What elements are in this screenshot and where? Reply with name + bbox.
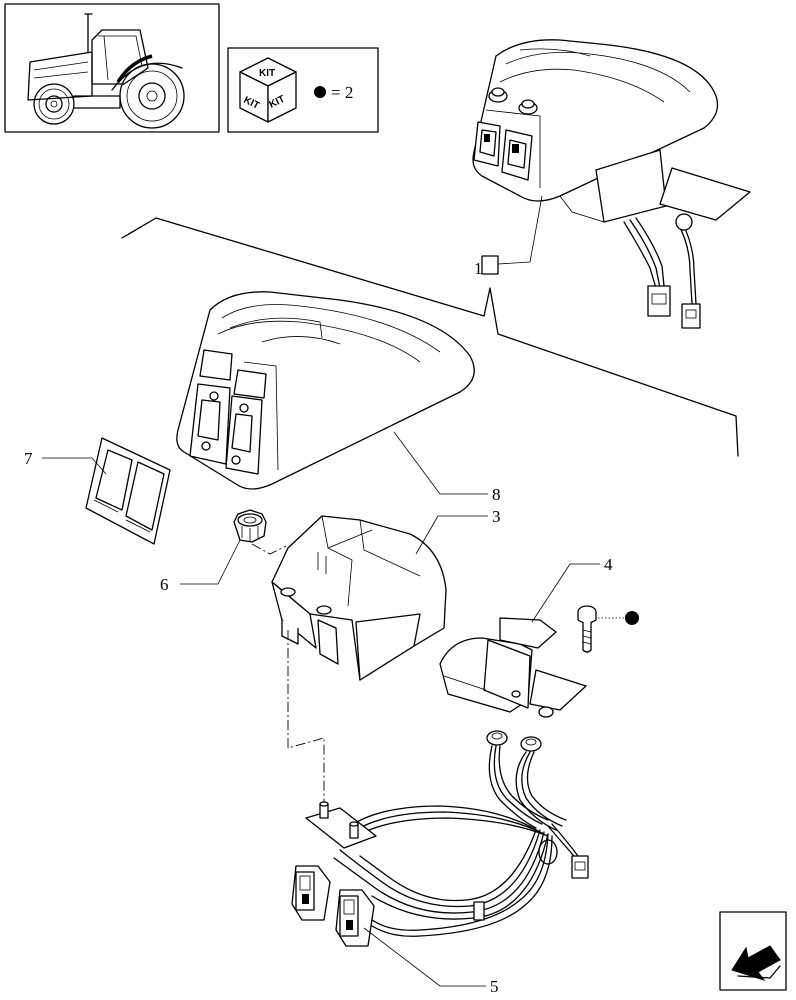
mounting-bracket <box>271 515 447 681</box>
tractor-thumbnail <box>4 3 220 133</box>
callout-label-5: 5 <box>490 977 499 996</box>
console-cover <box>176 291 475 490</box>
kit-label-top: KIT <box>259 68 275 79</box>
callout-label-8: 8 <box>492 485 501 504</box>
callout-3: 3 <box>415 507 501 555</box>
tractor-icon <box>27 13 185 129</box>
callout-label-3: 3 <box>492 507 501 526</box>
rocker-switch-left <box>291 865 331 921</box>
group-bracket <box>121 217 739 457</box>
callout-8: 8 <box>393 431 501 504</box>
screw <box>577 605 597 653</box>
harness-mount-plate <box>305 801 377 849</box>
callout-4: 4 <box>531 555 613 623</box>
callout-6: 6 <box>160 539 241 594</box>
previous-page-arrow-icon[interactable] <box>719 911 787 991</box>
assembly-axis-line <box>287 630 325 810</box>
callout-label-4: 4 <box>604 555 613 574</box>
switch-bezel <box>85 437 171 545</box>
callout-label-7: 7 <box>24 449 33 468</box>
knob-axis-line <box>251 543 287 555</box>
callout-1: 1 <box>474 195 543 278</box>
callout-label-6: 6 <box>160 575 169 594</box>
kit-cube-icon: KIT KIT KIT <box>239 57 297 123</box>
wiring-harness <box>333 730 589 937</box>
knob-nut <box>233 509 267 543</box>
kit-legend: KIT KIT KIT = 2 <box>227 47 379 133</box>
kit-dot-icon <box>314 86 326 98</box>
callout-7: 7 <box>24 449 107 475</box>
assembled-console <box>472 39 751 329</box>
callout-5: 5 <box>363 927 499 996</box>
rocker-switch-right <box>335 889 375 947</box>
switch-housing <box>439 617 587 718</box>
kit-quantity-text: = 2 <box>331 83 353 102</box>
callout-label-1: 1 <box>474 259 483 278</box>
kit-dot-icon <box>625 611 639 625</box>
